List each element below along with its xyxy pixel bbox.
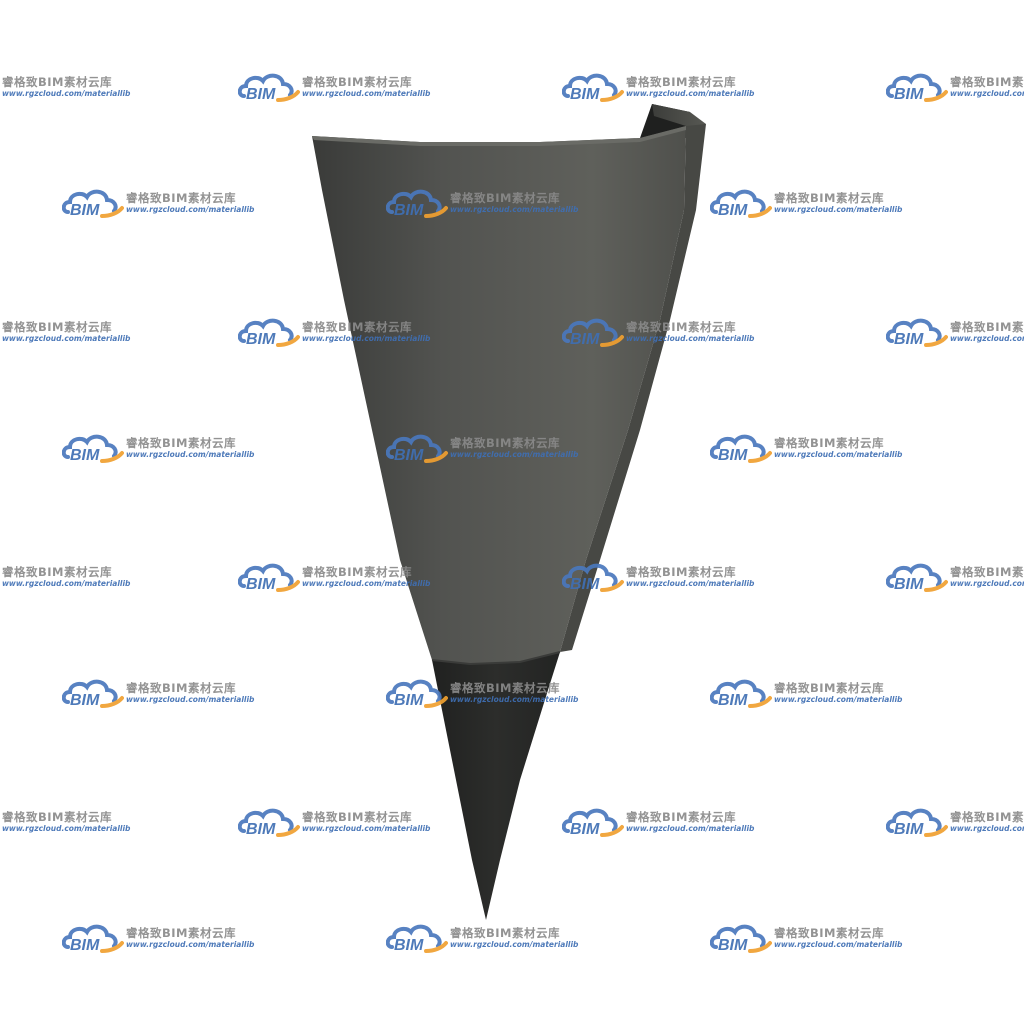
- model-right-edge: [560, 124, 706, 652]
- model-top-lip: [652, 104, 706, 132]
- model-seam: [431, 651, 561, 666]
- model-tip-segment: [432, 652, 560, 920]
- model-top-edge: [312, 126, 686, 146]
- model-front-face: [312, 126, 686, 664]
